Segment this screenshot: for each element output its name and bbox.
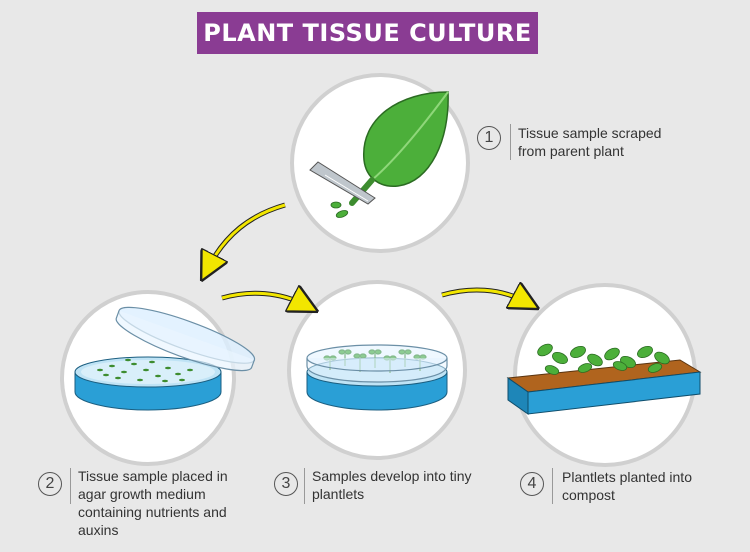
step-4-number: 4 (520, 472, 544, 496)
step-2-divider (70, 468, 71, 504)
step-3-number: 3 (274, 472, 298, 496)
flow-arrows (208, 202, 526, 305)
step-2-illustration (60, 290, 256, 466)
step-3-text: Samples develop into tiny plantlets (312, 468, 472, 502)
step-4-illustration (506, 283, 702, 467)
step-3-illustration (287, 280, 467, 460)
step-1-number: 1 (477, 126, 501, 150)
step-1-divider (510, 124, 511, 160)
step-1-illustration (290, 73, 470, 253)
step-4-text: Plantlets planted into compost (562, 469, 692, 503)
step-2-text: Tissue sample placed in agar growth medi… (78, 468, 228, 538)
step-4-divider (552, 468, 553, 504)
page-title: PLANT TISSUE CULTURE (197, 12, 538, 54)
step-3-divider (304, 468, 305, 504)
step-1-text: Tissue sample scraped from parent plant (518, 125, 662, 159)
step-2-number: 2 (38, 472, 62, 496)
